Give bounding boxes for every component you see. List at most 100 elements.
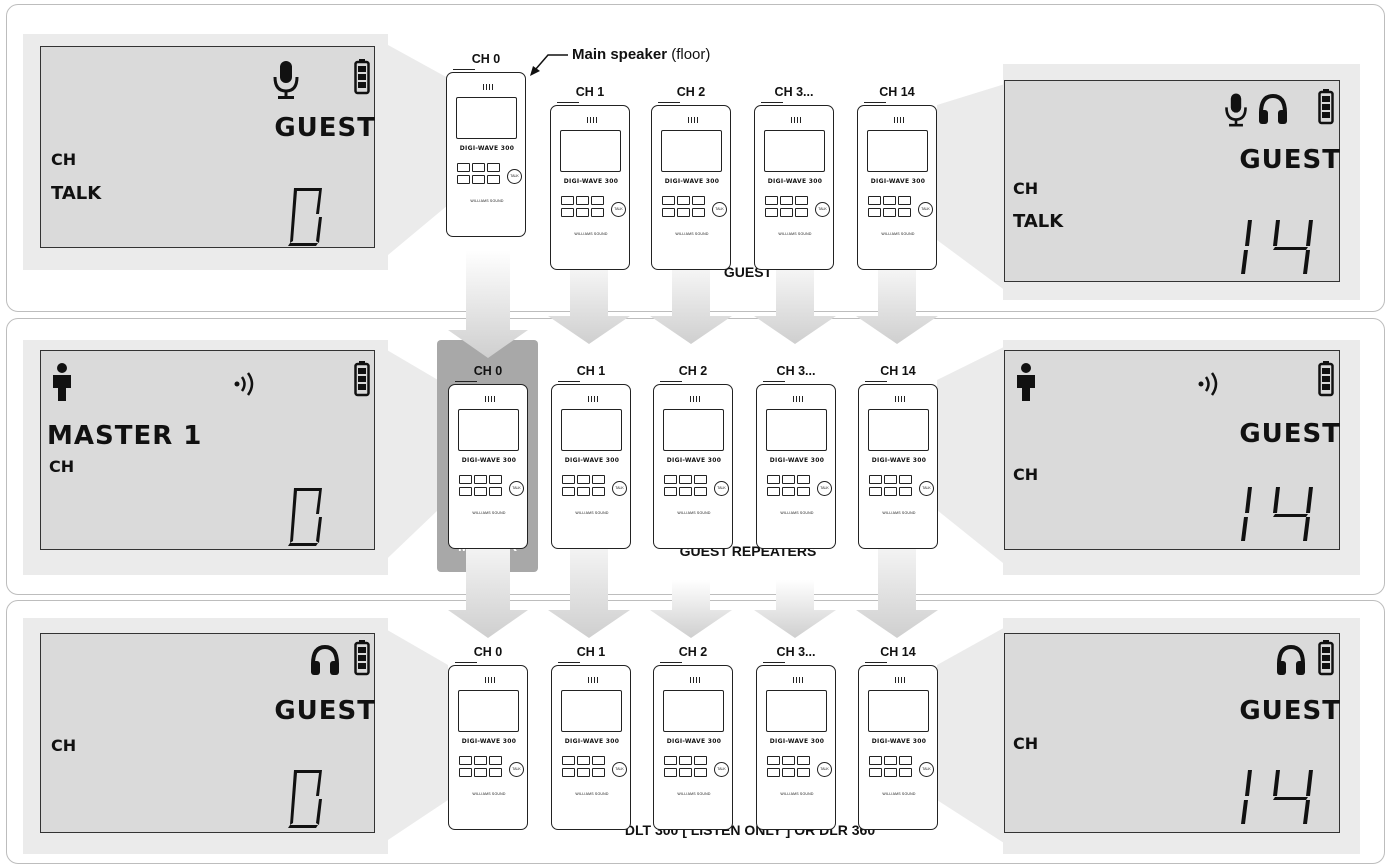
device-screen: [456, 97, 517, 139]
up-key-icon: [489, 756, 502, 765]
speaker-grill: [793, 677, 803, 683]
talk-button: TALK: [919, 762, 934, 777]
device-screen: [663, 409, 724, 451]
beltpack-device: DIGI-WAVE 300TALKWILLIAMS SOUND: [653, 384, 733, 549]
up-key-icon: [592, 475, 605, 484]
speaker-grill: [483, 84, 493, 90]
channel-label: CH 0: [448, 364, 528, 378]
down-key-icon: [662, 196, 675, 205]
device-body: DIGI-WAVE 300TALKWILLIAMS SOUND: [551, 384, 631, 549]
power-key-icon: [664, 768, 677, 777]
menu-key-icon: [472, 163, 485, 172]
annotation-bold: Main speaker: [572, 46, 667, 63]
device-brand: DIGI-WAVE 300: [652, 178, 732, 185]
down-key-icon: [767, 475, 780, 484]
channel-label: CH 1: [550, 85, 630, 99]
up-key-icon: [489, 475, 502, 484]
talk-button: TALK: [817, 481, 832, 496]
menu-key-icon: [884, 756, 897, 765]
device-body: DIGI-WAVE 300TALKWILLIAMS SOUND: [551, 665, 631, 830]
device-body: DIGI-WAVE 300TALKWILLIAMS SOUND: [448, 384, 528, 549]
device-screen: [766, 690, 827, 732]
device-logo: WILLIAMS SOUND: [654, 792, 734, 796]
device-logo: WILLIAMS SOUND: [654, 511, 734, 515]
talk-button: TALK: [612, 762, 627, 777]
device-brand: DIGI-WAVE 300: [654, 738, 734, 745]
device-logo: WILLIAMS SOUND: [551, 232, 631, 236]
device-screen: [764, 130, 825, 172]
device-logo: WILLIAMS SOUND: [859, 792, 939, 796]
device-logo: WILLIAMS SOUND: [859, 511, 939, 515]
device-antenna: [558, 381, 580, 385]
minus-key-icon: [679, 768, 692, 777]
power-key-icon: [869, 768, 882, 777]
device-body: DIGI-WAVE 300TALKWILLIAMS SOUND: [651, 105, 731, 270]
device-antenna: [557, 102, 579, 106]
power-key-icon: [561, 208, 574, 217]
minus-key-icon: [677, 208, 690, 217]
device-brand: DIGI-WAVE 300: [449, 738, 529, 745]
device-screen: [458, 690, 519, 732]
device-body: DIGI-WAVE 300TALKWILLIAMS SOUND: [857, 105, 937, 270]
device-screen: [766, 409, 827, 451]
minus-key-icon: [474, 768, 487, 777]
talk-button: TALK: [714, 762, 729, 777]
up-key-icon: [592, 756, 605, 765]
minus-key-icon: [679, 487, 692, 496]
device-body: DIGI-WAVE 300TALKWILLIAMS SOUND: [754, 105, 834, 270]
down-key-icon: [459, 475, 472, 484]
power-key-icon: [765, 208, 778, 217]
device-antenna: [453, 69, 475, 73]
down-key-icon: [459, 756, 472, 765]
down-key-icon: [562, 756, 575, 765]
talk-button: TALK: [919, 481, 934, 496]
menu-key-icon: [780, 196, 793, 205]
speaker-grill: [791, 117, 801, 123]
device-antenna: [864, 102, 886, 106]
device-body: DIGI-WAVE 300TALKWILLIAMS SOUND: [653, 384, 733, 549]
power-key-icon: [459, 768, 472, 777]
minus-key-icon: [474, 487, 487, 496]
menu-key-icon: [679, 475, 692, 484]
up-key-icon: [795, 196, 808, 205]
speaker-grill: [688, 117, 698, 123]
talk-button: TALK: [509, 762, 524, 777]
power-key-icon: [562, 768, 575, 777]
device-screen: [458, 409, 519, 451]
plus-key-icon: [487, 175, 500, 184]
plus-key-icon: [899, 768, 912, 777]
up-key-icon: [797, 475, 810, 484]
down-key-icon: [869, 756, 882, 765]
up-key-icon: [797, 756, 810, 765]
beltpack-device: DIGI-WAVE 300TALKWILLIAMS SOUND: [551, 384, 631, 549]
device-body: DIGI-WAVE 300TALK WILLIAMS SOUND: [653, 665, 733, 830]
speaker-grill: [895, 396, 905, 402]
talk-button: TALK: [611, 202, 626, 217]
device-antenna: [865, 662, 887, 666]
up-key-icon: [898, 196, 911, 205]
minus-key-icon: [576, 208, 589, 217]
minus-key-icon: [782, 487, 795, 496]
plus-key-icon: [797, 487, 810, 496]
device-antenna: [455, 662, 477, 666]
device-brand: DIGI-WAVE 300: [551, 178, 631, 185]
plus-key-icon: [795, 208, 808, 217]
down-key-icon: [457, 163, 470, 172]
beltpack-device: DIGI-WAVE 300TALKWILLIAMS SOUND: [446, 72, 526, 237]
channel-label: CH 2: [653, 645, 733, 659]
device-antenna: [558, 662, 580, 666]
device-brand: DIGI-WAVE 300: [757, 457, 837, 464]
speaker-grill: [485, 396, 495, 402]
down-key-icon: [868, 196, 881, 205]
speaker-grill: [588, 396, 598, 402]
speaker-grill: [793, 396, 803, 402]
plus-key-icon: [591, 208, 604, 217]
talk-button: TALK: [714, 481, 729, 496]
power-key-icon: [767, 768, 780, 777]
speaker-grill: [485, 677, 495, 683]
menu-key-icon: [782, 475, 795, 484]
beltpack-device: DIGI-WAVE 300TALK WILLIAMS SOUND: [653, 665, 733, 830]
